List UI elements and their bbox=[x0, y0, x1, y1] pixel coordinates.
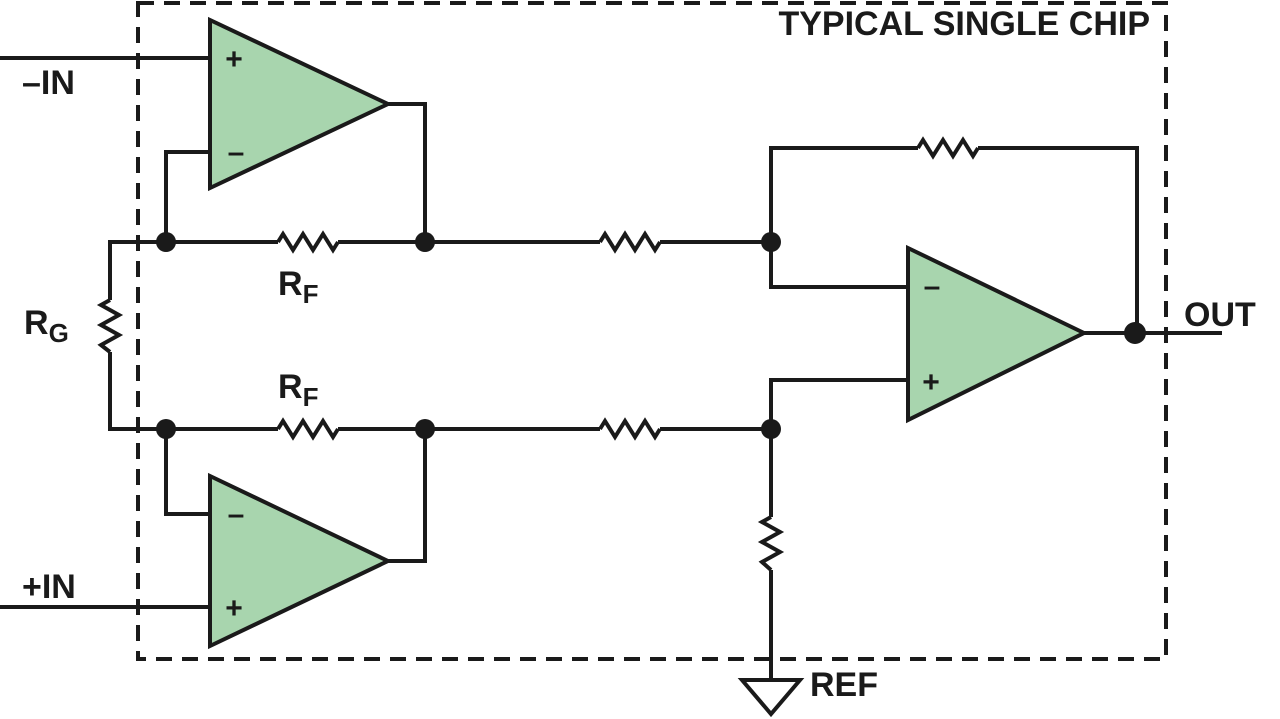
diff-feedback-wire-left bbox=[769, 146, 918, 242]
opamp-bottom-inv-wire bbox=[164, 429, 210, 516]
chip-title: TYPICAL SINGLE CHIP bbox=[778, 5, 1150, 43]
junction-bottom-right bbox=[415, 419, 435, 439]
rf-top-label: RF bbox=[278, 265, 318, 309]
opamp-top bbox=[208, 16, 393, 192]
diff-in-resistor-bottom bbox=[598, 417, 662, 441]
rf-top-main: R bbox=[278, 265, 303, 303]
junction-bottom-diff bbox=[761, 419, 781, 439]
output-label: OUT bbox=[1184, 296, 1256, 334]
opamp-top-minus-sign: – bbox=[228, 136, 245, 169]
opamp-bottom bbox=[208, 472, 393, 650]
rg-label: RG bbox=[24, 304, 69, 348]
rf-bottom-sub: F bbox=[303, 382, 319, 412]
rf-bottom-resistor bbox=[276, 417, 340, 441]
opamp-diff-plus-sign: + bbox=[922, 366, 940, 399]
ref-resistor bbox=[757, 515, 785, 572]
junction-output bbox=[1124, 322, 1146, 344]
rg-sub: G bbox=[49, 318, 69, 348]
opamp-bottom-plus-sign: + bbox=[225, 592, 243, 625]
diff-noninv-wire bbox=[769, 378, 908, 429]
junction-top-right bbox=[415, 232, 435, 252]
ref-label: REF bbox=[810, 666, 878, 704]
diff-inv-wire bbox=[769, 242, 908, 289]
rf-bottom-main: R bbox=[278, 368, 303, 406]
rg-resistor bbox=[96, 298, 124, 354]
diff-feedback-resistor bbox=[916, 136, 980, 160]
rg-main: R bbox=[24, 304, 49, 342]
opamp-top-plus-sign: + bbox=[225, 43, 243, 76]
opamp-bottom-minus-sign: – bbox=[228, 498, 245, 531]
junction-bottom-left bbox=[156, 419, 176, 439]
rf-top-resistor bbox=[276, 230, 340, 254]
opamp-bottom-out-wire bbox=[388, 429, 427, 563]
diff-in-resistor-top bbox=[598, 230, 662, 254]
neg-input-label: –IN bbox=[22, 64, 75, 102]
rf-bottom-label: RF bbox=[278, 368, 318, 412]
junction-top-left bbox=[156, 232, 176, 252]
opamp-diff-minus-sign: – bbox=[924, 270, 941, 303]
diff-feedback-wire-right bbox=[978, 146, 1139, 333]
pos-input-label: +IN bbox=[22, 568, 76, 606]
junction-top-diff bbox=[761, 232, 781, 252]
ground-icon bbox=[737, 678, 805, 718]
opamp-difference bbox=[906, 244, 1089, 424]
opamp-top-inv-wire bbox=[164, 150, 210, 242]
opamp-top-out-wire bbox=[388, 102, 427, 242]
rf-top-sub: F bbox=[303, 279, 319, 309]
